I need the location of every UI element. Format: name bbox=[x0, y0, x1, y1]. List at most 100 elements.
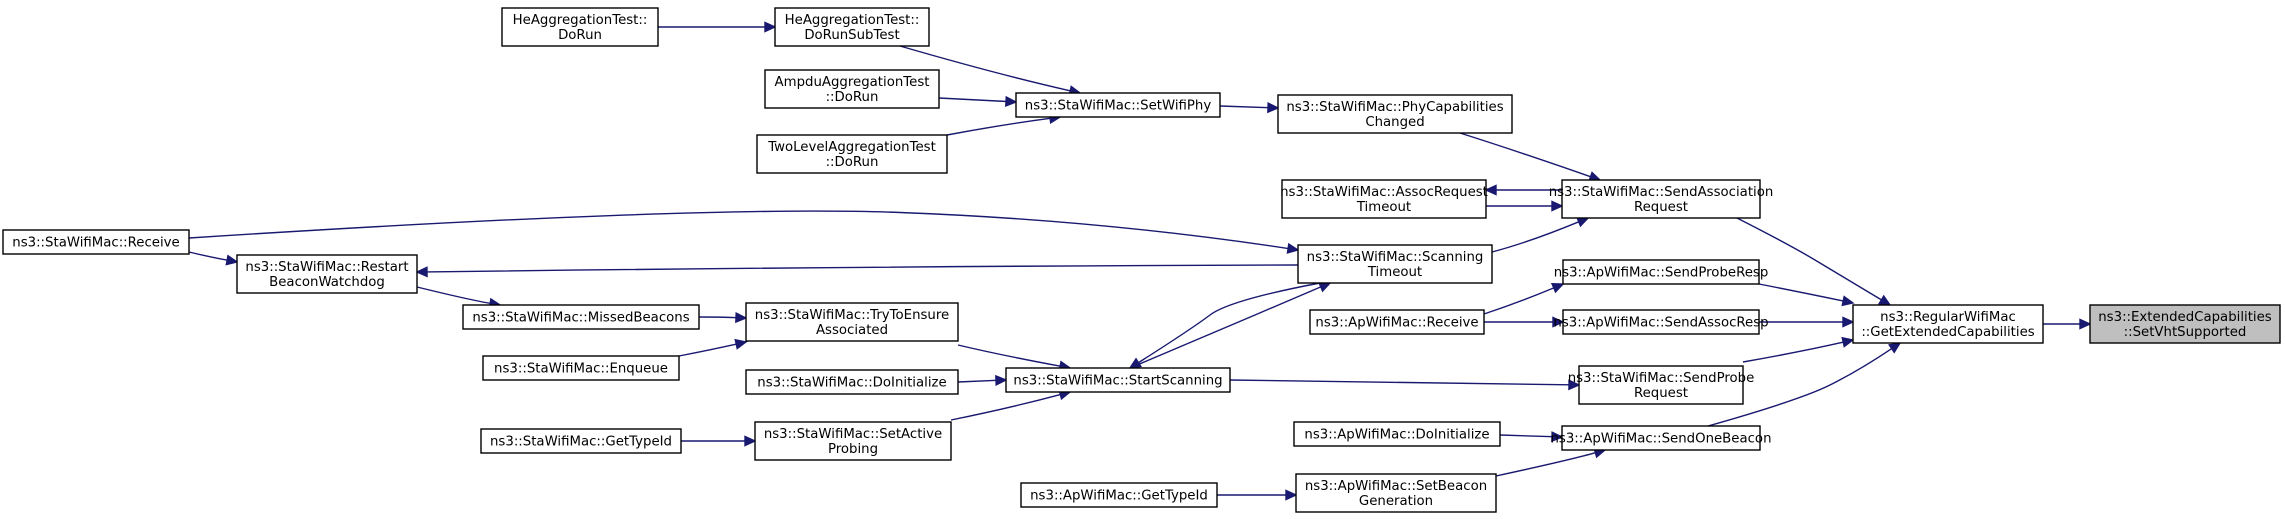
node-sta-gettypeid[interactable]: ns3::StaWifiMac::GetTypeId bbox=[480, 428, 682, 454]
edge-sta_setwifiphy-to-sta_phycap bbox=[1219, 102, 1280, 114]
node-box bbox=[2089, 304, 2281, 344]
node-label-line: ns3::ApWifiMac::Receive bbox=[1315, 316, 1478, 331]
edge-line bbox=[1459, 132, 1592, 178]
arrowhead bbox=[415, 266, 428, 278]
node-sta-enqueue[interactable]: ns3::StaWifiMac::Enqueue bbox=[482, 355, 680, 381]
edge-line bbox=[950, 393, 1062, 421]
arrowhead bbox=[995, 374, 1008, 386]
node-ap-gettypeid[interactable]: ns3::ApWifiMac::GetTypeId bbox=[1020, 482, 1218, 508]
node-label-line: Request bbox=[1634, 386, 1688, 401]
node-ap-sendonebeacon[interactable]: ns3::ApWifiMac::SendOneBeacon bbox=[1550, 425, 1772, 451]
node-label-line: Changed bbox=[1365, 115, 1424, 130]
node-box bbox=[2, 229, 190, 255]
node-ap-sendassocresp[interactable]: ns3::ApWifiMac::SendAssocResp bbox=[1553, 309, 1769, 335]
edge-line bbox=[425, 264, 1299, 273]
node-label-line: ns3::ApWifiMac::GetTypeId bbox=[1030, 489, 1208, 504]
node-regular-getext[interactable]: ns3::RegularWifiMac::GetExtendedCapabili… bbox=[1852, 304, 2044, 344]
edge-ampdu_dorun-to-sta_setwifiphy bbox=[938, 95, 1018, 107]
nodes-layer: ns3::ExtendedCapabilities::SetVhtSupport… bbox=[2, 7, 2281, 513]
node-sta-setwifiphy[interactable]: ns3::StaWifiMac::SetWifiPhy bbox=[1015, 92, 1221, 118]
node-label-line: BeaconWatchdog bbox=[269, 275, 385, 290]
arrowhead bbox=[1317, 282, 1332, 293]
arrowhead bbox=[1484, 184, 1497, 196]
edge-sta_startscan-to-sta_scantimeout bbox=[1129, 282, 1332, 369]
edge-line bbox=[957, 379, 998, 383]
edge-line bbox=[1137, 282, 1321, 364]
arrowhead bbox=[735, 312, 748, 324]
node-label-line: ns3::StaWifiMac::AssocRequest bbox=[1280, 185, 1488, 200]
node-label-line: ns3::StaWifiMac::Receive bbox=[12, 236, 179, 251]
node-label-line: Probing bbox=[828, 442, 878, 457]
node-ap-receive[interactable]: ns3::ApWifiMac::Receive bbox=[1309, 309, 1485, 335]
edge-line bbox=[1219, 105, 1270, 109]
edge-regular_getext-to-ext_setvht bbox=[2043, 318, 2092, 330]
node-sta-doinit[interactable]: ns3::StaWifiMac::DoInitialize bbox=[745, 369, 959, 395]
edge-sta_sendassoc-to-sta_assoctimeout bbox=[1484, 184, 1562, 196]
node-label-line: ns3::StaWifiMac::SetActive bbox=[764, 427, 942, 442]
node-label-line: HeAggregationTest:: bbox=[513, 13, 648, 28]
edge-sta_sendassoc-to-regular_getext bbox=[1736, 217, 1892, 306]
edge-line bbox=[1758, 283, 1845, 302]
node-label-line: ns3::ApWifiMac::SendOneBeacon bbox=[1550, 432, 1771, 447]
node-label-line: DoRunSubTest bbox=[804, 28, 899, 43]
node-label-line: ns3::ExtendedCapabilities bbox=[2098, 310, 2272, 325]
node-label-line: DoRun bbox=[558, 28, 602, 43]
edge-sta_trytoensure-to-sta_startscan bbox=[957, 344, 1072, 372]
edge-sta_scantimeout-to-sta_sendassoc bbox=[1491, 216, 1590, 253]
edge-line bbox=[1483, 286, 1555, 315]
node-sta-receive[interactable]: ns3::StaWifiMac::Receive bbox=[2, 229, 190, 255]
node-sta-startscan[interactable]: ns3::StaWifiMac::StartScanning bbox=[1005, 367, 1231, 393]
edge-sta_receive-to-sta_restartbw bbox=[188, 251, 239, 266]
node-twolevel-dorun[interactable]: TwoLevelAggregationTest::DoRun bbox=[756, 134, 948, 174]
node-label-line: ns3::StaWifiMac::Restart bbox=[245, 260, 408, 275]
edge-line bbox=[1495, 451, 1597, 477]
node-he-dorun[interactable]: HeAggregationTest::DoRun bbox=[501, 7, 659, 47]
arrowhead bbox=[1550, 282, 1565, 294]
node-ap-sendproberesp[interactable]: ns3::ApWifiMac::SendProbeResp bbox=[1554, 259, 1769, 285]
edge-line bbox=[678, 343, 738, 357]
node-box bbox=[1293, 421, 1501, 447]
node-box bbox=[774, 7, 930, 47]
edge-sta_enqueue-to-sta_trytoensure bbox=[678, 338, 748, 357]
node-label-line: ns3::StaWifiMac::PhyCapabilities bbox=[1286, 100, 1503, 115]
node-box bbox=[480, 428, 682, 454]
node-box bbox=[754, 421, 952, 461]
edge-line bbox=[416, 286, 492, 305]
arrowhead bbox=[764, 21, 777, 33]
edge-line bbox=[899, 45, 1072, 92]
node-box bbox=[236, 254, 418, 294]
edge-line bbox=[938, 97, 1008, 103]
node-ampdu-dorun[interactable]: AmpduAggregationTest::DoRun bbox=[764, 69, 940, 109]
node-label-line: ns3::ApWifiMac::SendProbeResp bbox=[1554, 266, 1769, 281]
node-label-line: ::GetExtendedCapabilities bbox=[1861, 325, 2034, 340]
node-he-dorunsub[interactable]: HeAggregationTest::DoRunSubTest bbox=[774, 7, 930, 47]
node-box bbox=[1297, 244, 1493, 284]
edge-sta_scantimeout-to-sta_restartbw bbox=[415, 264, 1299, 278]
arrowhead bbox=[1005, 95, 1018, 107]
edge-line bbox=[1707, 347, 1893, 427]
node-label-line: ::SetVhtSupported bbox=[2124, 325, 2247, 340]
edge-sta_sendprobe-to-regular_getext bbox=[1742, 336, 1855, 363]
node-label-line: ns3::StaWifiMac::SetWifiPhy bbox=[1025, 99, 1212, 114]
edge-sta_receive-to-sta_scantimeout bbox=[188, 210, 1300, 254]
edge-he_dorun-to-he_dorunsub bbox=[658, 21, 777, 33]
node-box bbox=[745, 369, 959, 395]
node-label-line: ns3::RegularWifiMac bbox=[1880, 310, 2016, 325]
node-box bbox=[1578, 365, 1744, 405]
edge-line bbox=[1129, 285, 1322, 369]
node-ap-doinit[interactable]: ns3::ApWifiMac::DoInitialize bbox=[1293, 421, 1501, 447]
node-sta-missed[interactable]: ns3::StaWifiMac::MissedBeacons bbox=[462, 304, 700, 330]
edge-sta_startscan-to-sta_sendprobe bbox=[1229, 379, 1581, 391]
node-label-line: ns3::StaWifiMac::SendAssociation bbox=[1549, 185, 1774, 200]
node-box bbox=[1281, 179, 1487, 219]
node-label-line: ns3::ApWifiMac::SetBeacon bbox=[1305, 479, 1487, 494]
